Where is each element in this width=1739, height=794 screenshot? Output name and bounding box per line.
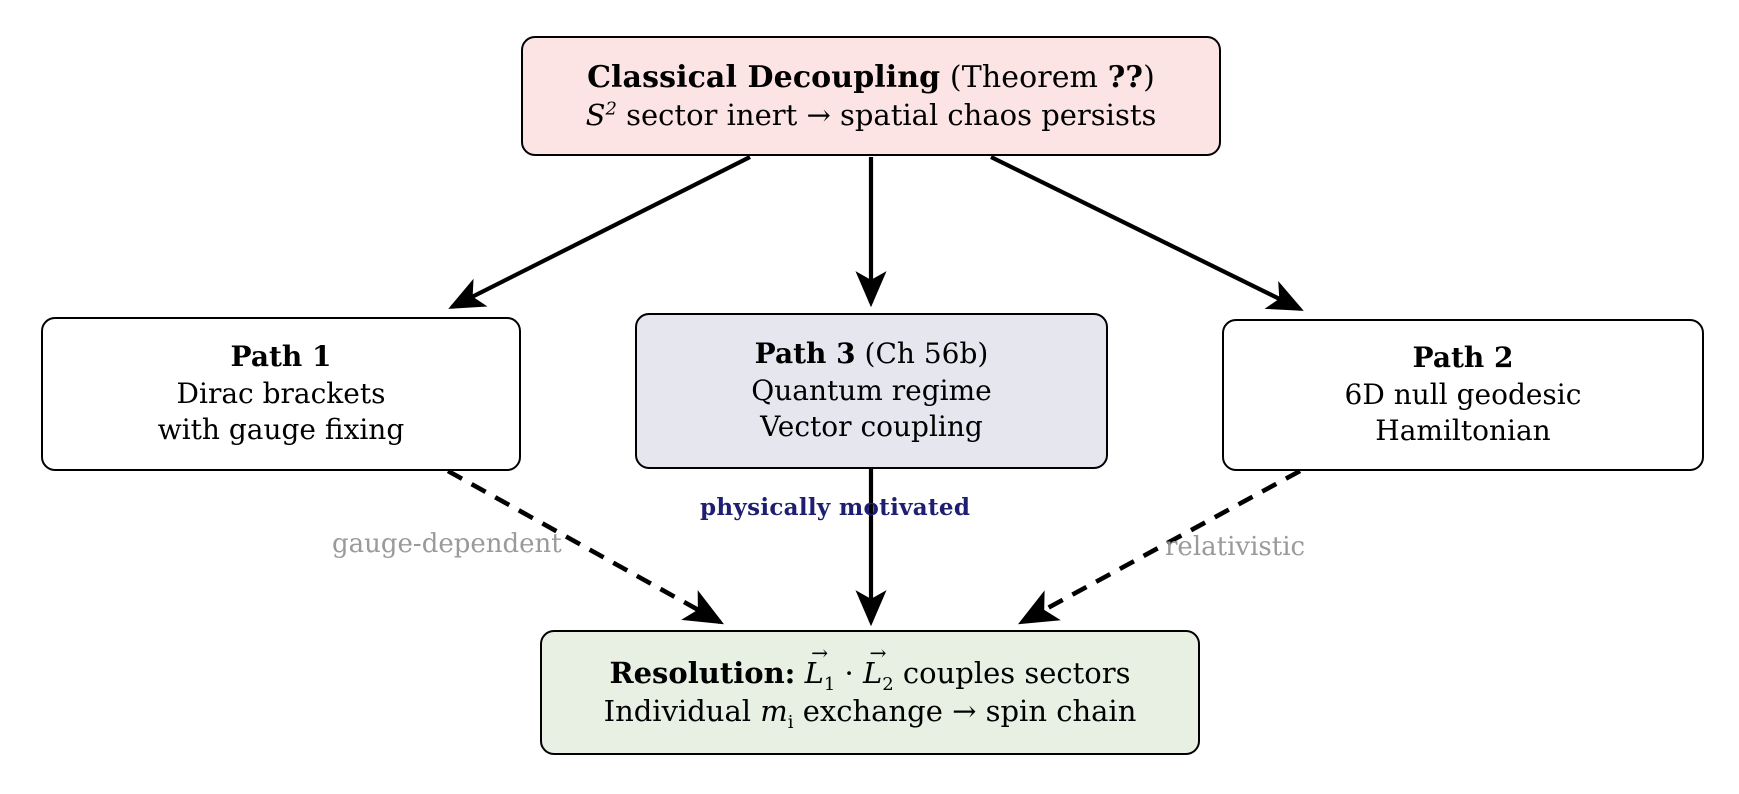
mass-index: i (787, 711, 794, 733)
dot-operator: · (844, 655, 854, 690)
vector-L2-symbol: L (862, 655, 883, 690)
node-top-title-marker: ?? (1107, 59, 1144, 95)
edge-label-gauge-dependent: gauge-dependent (332, 529, 562, 559)
edge-label-physically-motivated: physically motivated (700, 494, 971, 521)
node-top-title: Classical Decoupling (Theorem ??) (587, 58, 1155, 97)
node-top-subtitle-exponent: 2 (605, 98, 617, 119)
node-top-subtitle-rest: sector inert → spatial chaos persists (616, 97, 1157, 132)
node-path3-line-2: Quantum regime (751, 373, 992, 407)
vector-arrow-icon: → (869, 641, 887, 666)
node-path-1[interactable]: Path 1 Dirac brackets with gauge fixing (41, 317, 521, 471)
node-path2-heading: Path 2 (1412, 341, 1514, 375)
node-resolution-line-2-pre: Individual (603, 693, 761, 728)
node-top-subtitle-symbol: S (585, 97, 606, 132)
node-path-3[interactable]: Path 3 (Ch 56b) Quantum regime Vector co… (635, 313, 1108, 469)
vector-L1-symbol: L (804, 655, 824, 690)
vector-L1-index: 1 (823, 673, 836, 695)
node-path1-line-2: Dirac brackets (176, 376, 386, 410)
node-top-title-close: ) (1143, 59, 1155, 95)
vector-arrow-icon: → (811, 641, 829, 666)
node-path2-line-2: 6D null geodesic (1344, 377, 1582, 411)
vector-L2-index: 2 (882, 673, 894, 695)
node-path-2[interactable]: Path 2 6D null geodesic Hamiltonian (1222, 319, 1704, 471)
edge-top-to-path2 (990, 155, 1304, 311)
node-resolution[interactable]: Resolution: →L1 · →L2 couples sectors In… (540, 630, 1200, 755)
node-path3-heading: Path 3 (Ch 56b) (755, 336, 989, 372)
node-resolution-line-1-tail: couples sectors (893, 655, 1131, 690)
edge-label-relativistic: relativistic (1165, 532, 1306, 562)
node-path3-heading-rest: (Ch 56b) (855, 337, 989, 371)
node-resolution-line-1: Resolution: →L1 · →L2 couples sectors (609, 643, 1131, 695)
node-top-title-bold: Classical Decoupling (587, 59, 941, 95)
node-classical-decoupling[interactable]: Classical Decoupling (Theorem ??) S2 sec… (521, 36, 1221, 156)
vector-L2: →L2 (862, 643, 894, 695)
node-path3-line-3: Vector coupling (760, 410, 983, 444)
node-resolution-label: Resolution: (609, 655, 796, 690)
node-resolution-line-2-tail: exchange → spin chain (793, 693, 1137, 728)
mass-symbol: m (760, 693, 788, 728)
node-path2-line-3: Hamiltonian (1375, 414, 1551, 448)
node-path1-heading: Path 1 (230, 340, 332, 374)
node-top-title-rest: (Theorem (940, 59, 1108, 95)
vector-L1: →L1 (804, 643, 836, 695)
edge-top-to-path1 (448, 155, 751, 309)
node-top-subtitle: S2 sector inert → spatial chaos persists (586, 97, 1157, 135)
node-resolution-line-2: Individual mi exchange → spin chain (604, 693, 1137, 731)
node-path1-line-3: with gauge fixing (157, 413, 405, 447)
node-path3-heading-bold: Path 3 (754, 337, 856, 371)
